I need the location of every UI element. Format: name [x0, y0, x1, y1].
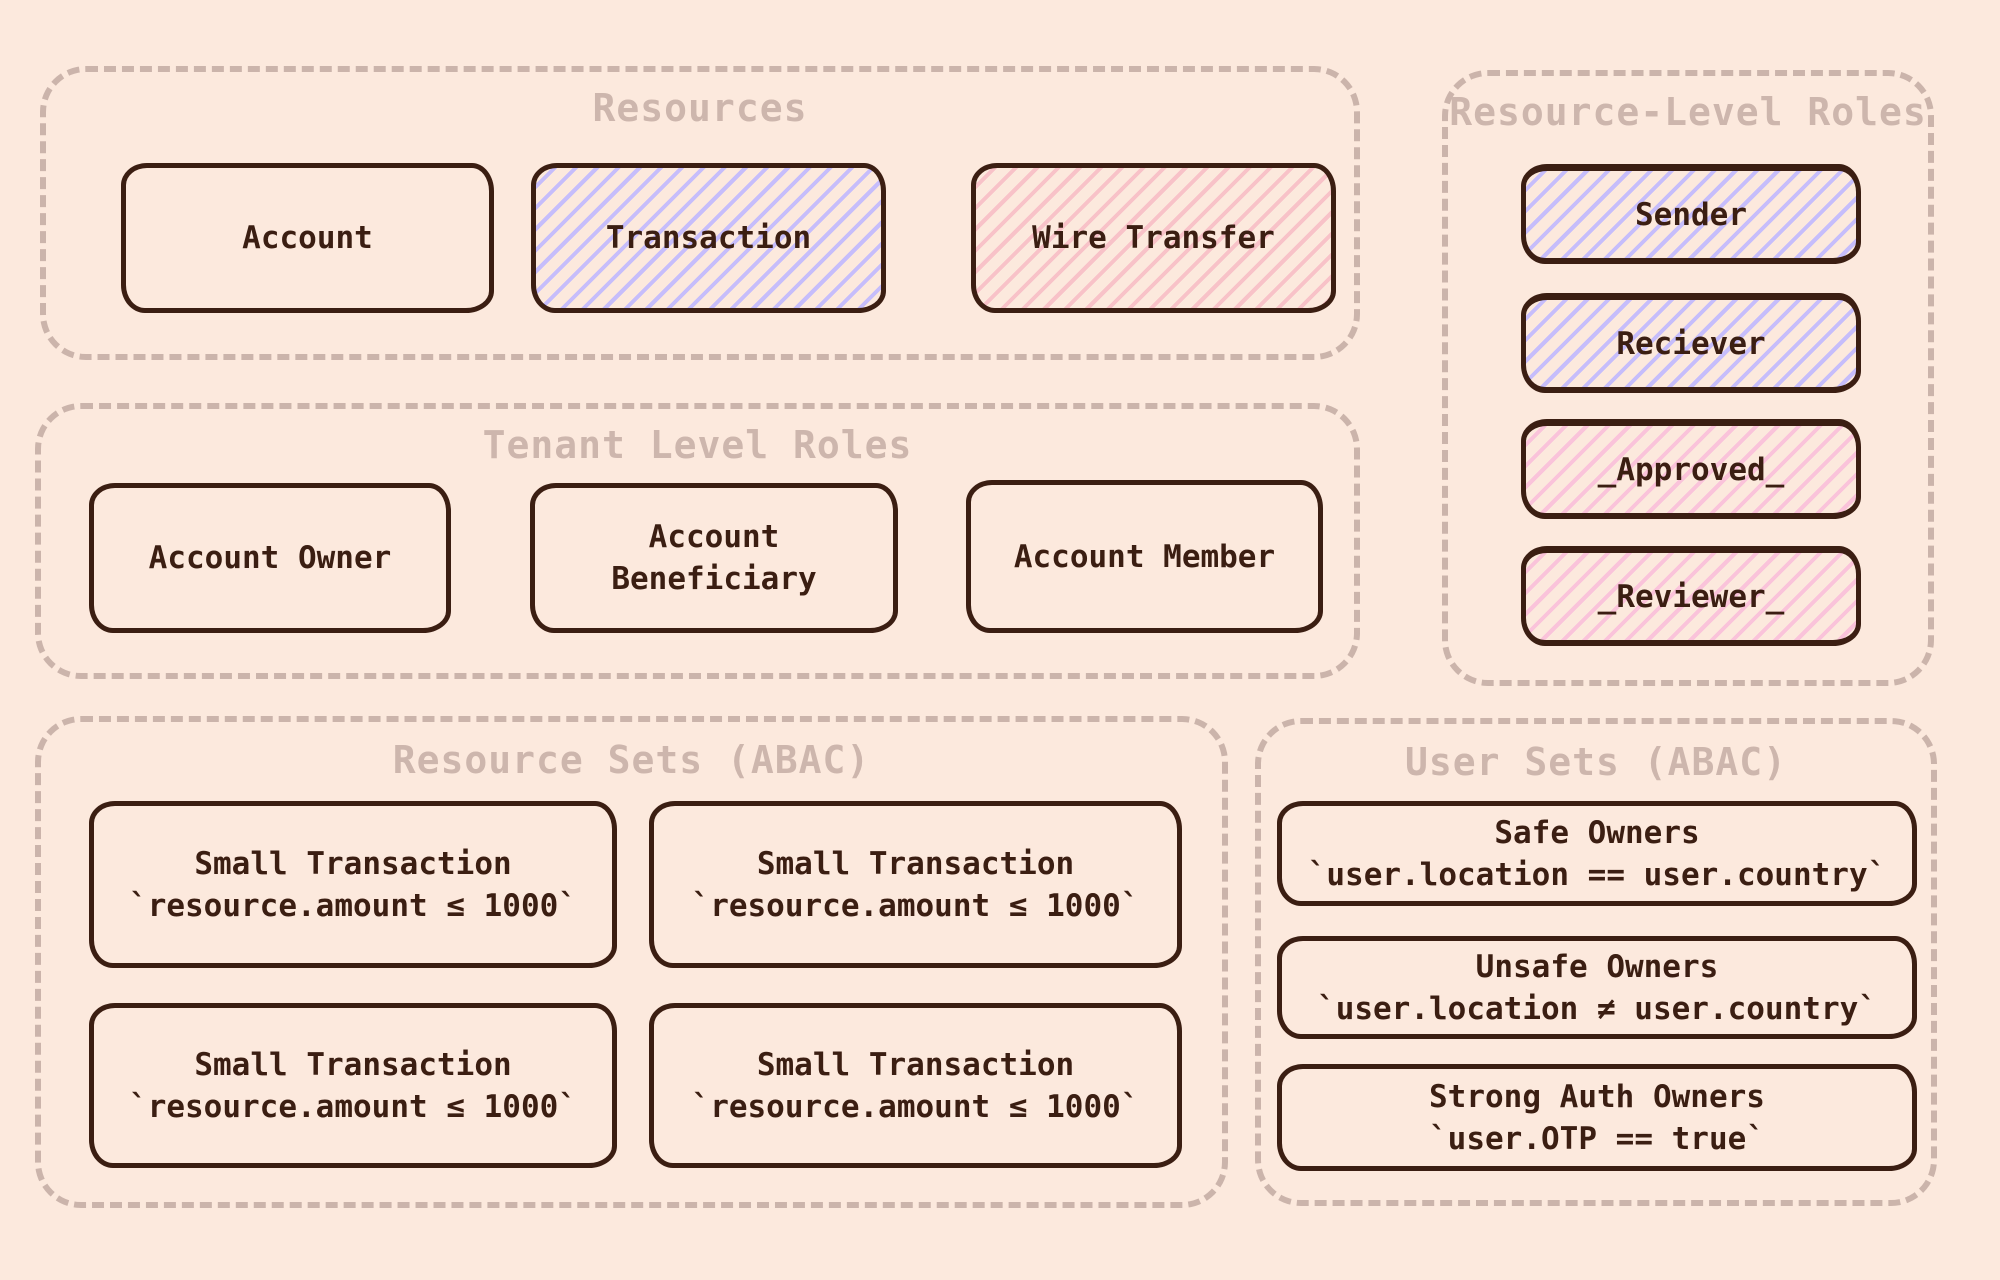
node-label: Reciever	[1616, 325, 1766, 362]
node-transaction: Transaction	[531, 163, 886, 313]
node-label: Account	[242, 220, 373, 256]
node-condition: `user.OTP == true`	[1429, 1120, 1765, 1157]
node-label: Small Transaction	[756, 1046, 1075, 1083]
node-label: Sender	[1635, 196, 1747, 233]
node-label: Account Member	[1013, 538, 1276, 575]
node-label: Safe Owners	[1494, 814, 1700, 851]
node-safe-owners: Safe Owners `user.location == user.count…	[1277, 801, 1917, 906]
node-small-transaction-3: Small Transaction `resource.amount ≤ 100…	[89, 1003, 617, 1168]
group-resources-title: Resources	[592, 86, 808, 130]
node-label: _Approved_	[1597, 451, 1785, 488]
group-tenant-level-roles-title: Tenant Level Roles	[482, 423, 913, 467]
node-label: _Reviewer_	[1597, 578, 1785, 615]
node-account-beneficiary: Account Beneficiary	[530, 483, 898, 633]
node-wire-transfer: Wire Transfer	[971, 163, 1336, 313]
node-label: Unsafe Owners	[1475, 948, 1719, 985]
node-sender: Sender	[1521, 164, 1861, 264]
node-label: Small Transaction	[756, 845, 1075, 882]
group-resource-level-roles-title: Resource-Level Roles	[1449, 90, 1927, 134]
node-condition: `user.location ≠ user.country`	[1317, 990, 1877, 1027]
node-account: Account	[121, 163, 494, 313]
node-label: Small Transaction	[194, 845, 512, 882]
node-strong-auth-owners: Strong Auth Owners `user.OTP == true`	[1277, 1064, 1917, 1171]
node-label: Account Owner	[148, 540, 392, 576]
node-approved: _Approved_	[1521, 419, 1861, 519]
node-small-transaction-1: Small Transaction `resource.amount ≤ 100…	[89, 801, 617, 968]
node-condition: `resource.amount ≤ 1000`	[691, 1088, 1140, 1125]
node-reviewer: _Reviewer_	[1521, 546, 1861, 646]
node-condition: `resource.amount ≤ 1000`	[691, 887, 1140, 924]
node-condition: `user.location == user.country`	[1307, 856, 1887, 893]
node-condition: `resource.amount ≤ 1000`	[129, 1088, 577, 1125]
group-user-sets: User Sets (ABAC) Safe Owners `user.locat…	[1255, 718, 1937, 1206]
group-tenant-level-roles: Tenant Level Roles Account Owner Account…	[35, 403, 1360, 679]
node-label: Account Beneficiary	[611, 519, 817, 597]
node-reciever: Reciever	[1521, 293, 1861, 393]
group-resources: Resources Account Transaction Wire Trans…	[40, 66, 1360, 360]
node-unsafe-owners: Unsafe Owners `user.location ≠ user.coun…	[1277, 936, 1917, 1039]
group-resource-sets-title: Resource Sets (ABAC)	[392, 738, 871, 782]
node-label: Strong Auth Owners	[1429, 1078, 1765, 1115]
node-account-owner: Account Owner	[89, 483, 451, 633]
node-label: Wire Transfer	[1032, 220, 1275, 256]
group-resource-sets: Resource Sets (ABAC) Small Transaction `…	[35, 716, 1228, 1208]
node-small-transaction-2: Small Transaction `resource.amount ≤ 100…	[649, 801, 1182, 968]
node-small-transaction-4: Small Transaction `resource.amount ≤ 100…	[649, 1003, 1182, 1168]
group-resource-level-roles: Resource-Level Roles Sender Reciever _Ap…	[1442, 70, 1934, 686]
node-account-member: Account Member	[966, 480, 1323, 633]
node-label: Transaction	[605, 220, 812, 256]
node-label: Small Transaction	[194, 1046, 512, 1083]
group-user-sets-title: User Sets (ABAC)	[1404, 740, 1788, 784]
node-condition: `resource.amount ≤ 1000`	[129, 887, 577, 924]
